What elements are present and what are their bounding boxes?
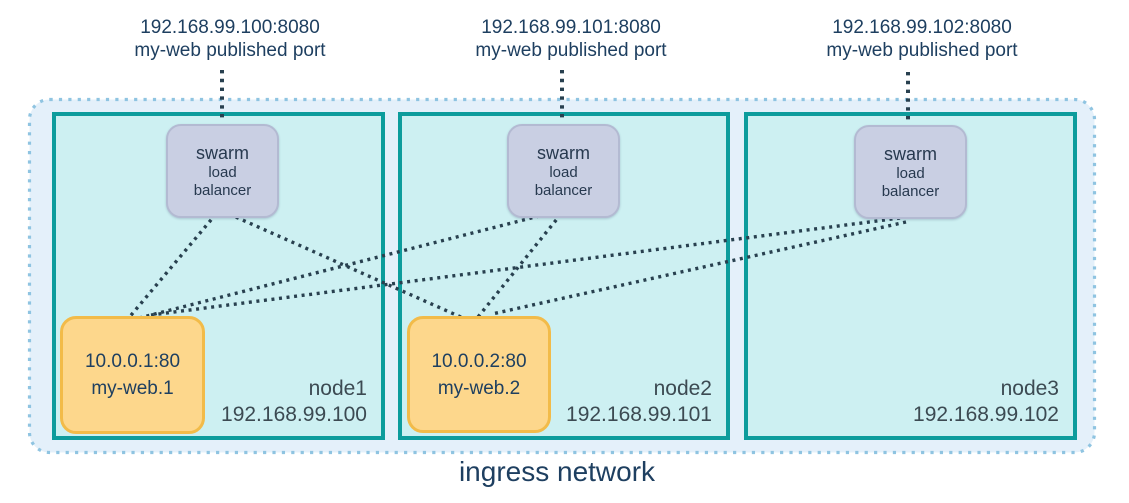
node3-ip: 192.168.99.102 — [913, 403, 1059, 426]
node3-label: node3 192.168.99.102 — [913, 376, 1059, 428]
published-port-caption: my-web published port — [826, 40, 1018, 61]
lb-label: load — [208, 163, 237, 181]
ingress-network-caption: ingress network — [458, 456, 656, 487]
published-port-address: 192.168.99.100:8080 — [140, 17, 320, 38]
node2-swarm-load-balancer: swarm load balancer — [507, 124, 620, 218]
node1-label: node1 192.168.99.100 — [221, 376, 367, 428]
task-address: 10.0.0.1:80 — [84, 351, 181, 372]
task-name: my-web.2 — [437, 377, 521, 399]
node1-swarm-load-balancer: swarm load balancer — [166, 124, 279, 218]
lb-label: balancer — [881, 182, 940, 200]
published-port-label-node1: 192.168.99.100:8080 my-web published por… — [90, 16, 370, 62]
node3-swarm-load-balancer: swarm load balancer — [854, 125, 967, 219]
lb-label: swarm — [537, 142, 590, 163]
published-port-label-node3: 192.168.99.102:8080 my-web published por… — [782, 16, 1062, 62]
published-port-caption: my-web published port — [134, 40, 326, 61]
node2-name: node2 — [653, 377, 712, 400]
lb-label: load — [896, 164, 925, 182]
task-name: my-web.1 — [91, 378, 174, 399]
task-address: 10.0.0.2:80 — [431, 350, 527, 372]
task-my-web-1: 10.0.0.1:80 my-web.1 — [60, 316, 205, 434]
lb-label: balancer — [534, 181, 593, 199]
lb-label: swarm — [884, 143, 937, 164]
published-port-label-node2: 192.168.99.101:8080 my-web published por… — [431, 16, 711, 62]
task-my-web-2: 10.0.0.2:80 my-web.2 — [407, 316, 551, 433]
published-port-address: 192.168.99.102:8080 — [832, 17, 1012, 38]
node1-name: node1 — [308, 377, 367, 400]
node2-label: node2 192.168.99.101 — [566, 376, 712, 428]
lb-label: balancer — [193, 181, 252, 199]
lb-label: load — [549, 163, 578, 181]
node1-ip: 192.168.99.100 — [221, 403, 367, 426]
lb-label: swarm — [196, 142, 249, 163]
node3-name: node3 — [1000, 377, 1059, 400]
published-port-caption: my-web published port — [475, 40, 667, 61]
published-port-address: 192.168.99.101:8080 — [481, 17, 661, 38]
node2-ip: 192.168.99.101 — [566, 403, 712, 426]
